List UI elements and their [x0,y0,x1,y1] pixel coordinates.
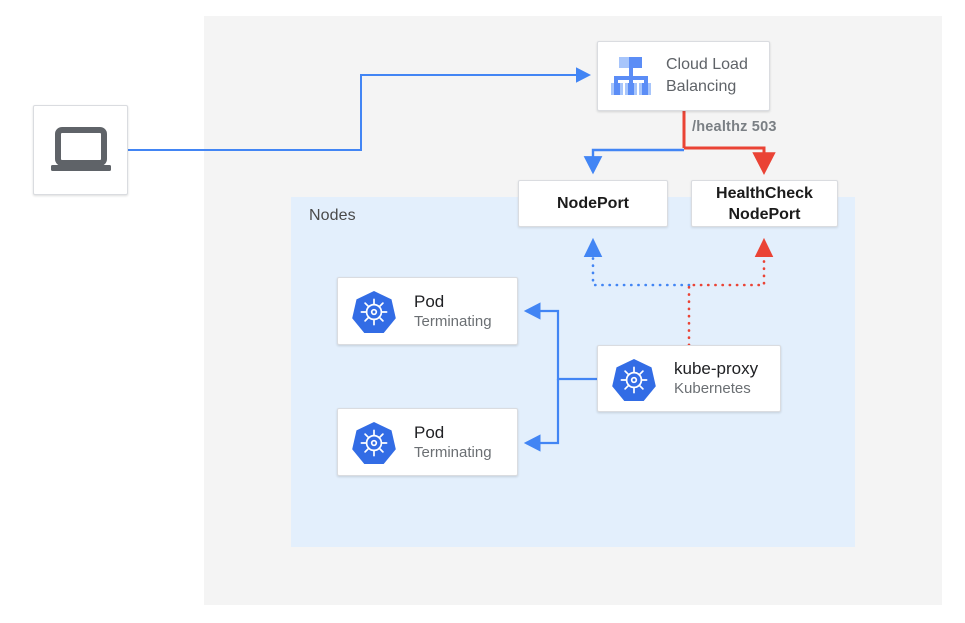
healthcheck-nodeport-label: HealthCheck NodePort [716,184,813,223]
nodeport-card[interactable]: NodePort [518,180,668,227]
cloud-load-balancing-card[interactable]: Cloud Load Balancing [597,41,770,111]
kube-proxy-subtitle: Kubernetes [674,380,751,397]
kube-proxy-title: kube-proxy [674,359,759,378]
nodeport-label: NodePort [557,195,629,212]
healthcheck-nodeport-card[interactable]: HealthCheck NodePort [691,180,838,227]
kubernetes-icon [352,422,396,464]
client-device-card[interactable] [33,105,128,195]
kubernetes-icon [612,358,656,401]
kube-proxy-card[interactable]: kube-proxy Kubernetes [597,345,781,412]
kubernetes-icon [352,291,396,333]
laptop-icon [50,127,111,171]
nodes-panel-label: Nodes [309,207,356,224]
pod-card-1[interactable]: Pod Terminating [337,277,518,345]
cloud-load-balancing-icon [611,57,651,95]
pod-status: Terminating [414,312,492,330]
healthz-edge-label: /healthz 503 [692,119,777,135]
pod-status: Terminating [414,443,492,461]
pod-card-2[interactable]: Pod Terminating [337,408,518,476]
pod-title: Pod [414,422,445,442]
cloud-load-balancing-label: Cloud Load Balancing [666,56,748,95]
pod-title: Pod [414,291,445,311]
